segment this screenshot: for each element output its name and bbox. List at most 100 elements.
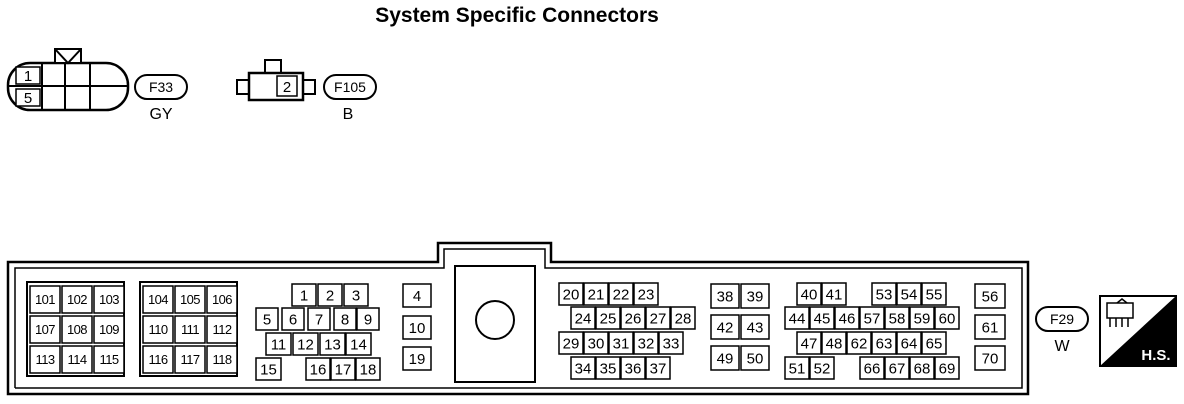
pin-cell xyxy=(595,306,621,330)
pin-label: 15 xyxy=(260,361,277,378)
pin-cell xyxy=(281,307,305,331)
pin-label: 41 xyxy=(826,286,843,303)
pin-cell xyxy=(796,331,822,355)
connector-id-oval xyxy=(134,74,188,100)
wire-color-f29: W xyxy=(1054,338,1070,355)
pin-label: 47 xyxy=(801,335,818,352)
pin-label: 68 xyxy=(914,360,931,377)
pin-label: 27 xyxy=(650,310,667,327)
pin-cell xyxy=(859,306,885,330)
pin-label: 45 xyxy=(814,310,831,327)
pin-cell xyxy=(859,356,885,380)
page-title: System Specific Connectors xyxy=(375,4,659,27)
pin-label: 5 xyxy=(24,90,32,107)
pin-cell xyxy=(740,345,770,371)
pin-label: 58 xyxy=(889,310,906,327)
pin-label: 44 xyxy=(789,310,806,327)
pin-label: 31 xyxy=(613,335,630,352)
pin-cell xyxy=(61,315,93,344)
pin-label: 108 xyxy=(67,322,87,337)
connector-f33-latch-mark xyxy=(54,48,82,65)
pin-label: 17 xyxy=(335,361,352,378)
pin-cell xyxy=(570,306,596,330)
pin-cell xyxy=(29,285,61,314)
pin-cell xyxy=(343,283,369,307)
pin-cell xyxy=(29,345,61,374)
hs-label: H.S. xyxy=(1141,347,1170,364)
pin-label: 11 xyxy=(271,336,287,353)
pin-cell xyxy=(934,306,960,330)
pin-label: 105 xyxy=(180,292,200,307)
pin-label: 4 xyxy=(413,288,421,305)
pin-cell xyxy=(174,315,206,344)
pin-cell xyxy=(291,283,317,307)
pin-label: 66 xyxy=(864,360,881,377)
pin-label: 61 xyxy=(982,319,999,336)
pin-label: 22 xyxy=(613,286,630,303)
wire-color-f105: B xyxy=(343,106,354,123)
pin-label: 52 xyxy=(814,360,831,377)
pin-label: 43 xyxy=(747,319,764,336)
pin-cell xyxy=(142,285,174,314)
pin-label: 55 xyxy=(926,286,943,303)
pin-cell xyxy=(15,88,41,107)
pin-cell xyxy=(974,283,1006,309)
pin-label: 2 xyxy=(326,287,334,304)
pin-label: 106 xyxy=(212,292,232,307)
pin-cell xyxy=(319,332,346,356)
pin-cell xyxy=(784,306,810,330)
pin-label: 56 xyxy=(982,288,999,305)
connector-id-f105: F105 xyxy=(334,79,366,95)
pin-label: 34 xyxy=(575,360,592,377)
pin-cell xyxy=(834,306,860,330)
pin-cell xyxy=(645,356,671,380)
pin-label: 40 xyxy=(801,286,818,303)
pin-label: 69 xyxy=(939,360,956,377)
pin-label: 49 xyxy=(717,350,734,367)
pin-cell xyxy=(558,331,584,355)
pin-label: 28 xyxy=(675,310,692,327)
pin-cell xyxy=(710,345,740,371)
pin-label: 18 xyxy=(360,361,377,378)
pin-label: 112 xyxy=(213,322,232,337)
pin-cell xyxy=(142,315,174,344)
pin-label: 51 xyxy=(789,360,806,377)
pin-label: 111 xyxy=(181,322,199,337)
connector-id-f29: F29 xyxy=(1050,311,1074,327)
pin-cell xyxy=(884,306,910,330)
pin-label: 37 xyxy=(650,360,667,377)
pin-label: 116 xyxy=(149,352,168,367)
pin-cell xyxy=(821,331,847,355)
pin-cell xyxy=(670,306,696,330)
pin-cell xyxy=(174,285,206,314)
pin-label: 60 xyxy=(939,310,956,327)
pin-label: 19 xyxy=(409,351,426,368)
pin-cell xyxy=(333,307,357,331)
pin-cell xyxy=(276,75,298,97)
pin-label: 102 xyxy=(67,292,87,307)
pin-cell xyxy=(93,285,125,314)
pin-cell xyxy=(93,345,125,374)
connector-id-oval xyxy=(323,74,377,100)
pin-cell xyxy=(871,331,897,355)
pin-cell xyxy=(402,346,432,371)
pin-cell xyxy=(583,331,609,355)
pin-cell xyxy=(15,66,41,85)
pin-cell xyxy=(608,282,634,306)
pin-label: 54 xyxy=(901,286,918,303)
pin-cell xyxy=(740,314,770,340)
pin-label: 12 xyxy=(297,336,314,353)
connector-id-oval xyxy=(1035,306,1089,332)
pin-cell xyxy=(307,307,331,331)
pin-label: 29 xyxy=(563,335,580,352)
pin-label: 3 xyxy=(352,287,360,304)
pin-label: 2 xyxy=(283,79,291,96)
pin-cell xyxy=(909,356,935,380)
pin-cell xyxy=(821,282,847,306)
hs-badge-fill xyxy=(1100,296,1176,366)
pin-cell xyxy=(29,315,61,344)
pin-label: 64 xyxy=(901,335,918,352)
